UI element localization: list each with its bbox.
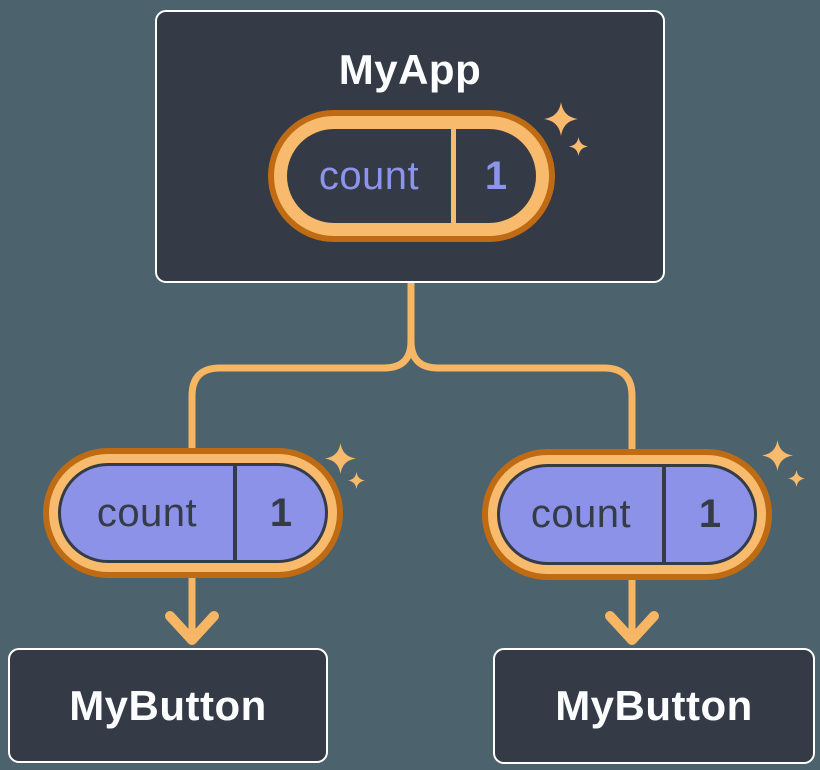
- state-value-label: 1: [484, 153, 508, 198]
- sparkle-icon: [788, 470, 805, 487]
- prop-value-label: 1: [269, 490, 293, 535]
- state-pill-myapp: count 1: [268, 110, 555, 242]
- node-mybutton-right: MyButton: [493, 648, 815, 764]
- prop-value-label: 1: [698, 492, 722, 536]
- node-mybutton-left: MyButton: [8, 648, 328, 763]
- node-mybutton-left-title: MyButton: [69, 681, 267, 729]
- prop-name-label: count: [530, 492, 632, 536]
- prop-pill-left: count 1: [43, 448, 343, 578]
- state-name-label: count: [318, 153, 420, 198]
- arrowhead-left-icon: [165, 611, 219, 645]
- prop-pill-left-inner: count 1: [58, 463, 328, 563]
- prop-name-label: count: [96, 490, 198, 535]
- prop-pill-right-inner: count 1: [497, 464, 757, 565]
- sparkle-icon: [348, 472, 365, 489]
- pill-divider: [662, 467, 666, 562]
- sparkle-icon: [762, 440, 793, 471]
- prop-pill-right: count 1: [482, 449, 772, 580]
- node-myapp-title: MyApp: [338, 46, 482, 93]
- sparkle-icon: [325, 443, 356, 474]
- pill-divider: [451, 129, 456, 223]
- node-mybutton-right-title: MyButton: [555, 682, 753, 729]
- state-pill-myapp-inner: count 1: [287, 129, 536, 223]
- arrowhead-right-icon: [605, 611, 659, 645]
